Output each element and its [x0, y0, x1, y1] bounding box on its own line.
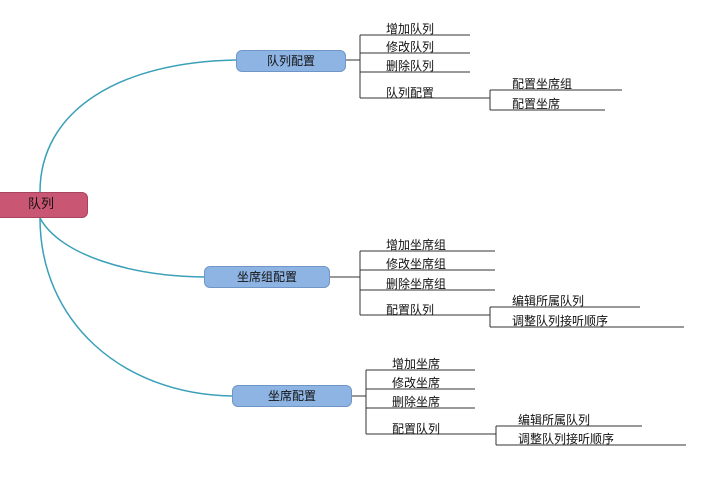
root-label: 队列	[28, 197, 55, 212]
branch-node-seat-group-config: 坐席组配置	[204, 266, 330, 288]
leaf-item: 增加坐席组	[386, 238, 447, 252]
group-label: 配置队列	[386, 303, 435, 317]
leaf-item: 修改坐席组	[386, 257, 447, 271]
root-node: 队列	[0, 192, 88, 218]
connector-root-branch1	[39, 59, 237, 193]
leaf-item: 增加队列	[386, 22, 435, 36]
connector-root-branch3	[39, 217, 233, 397]
leaf-item: 删除队列	[386, 59, 435, 73]
branch-label: 坐席组配置	[236, 270, 297, 284]
leaf-item: 删除坐席	[392, 395, 441, 409]
leaf-item: 修改坐席	[392, 376, 441, 390]
group-label: 队列配置	[386, 86, 435, 100]
connector-root-branch2	[39, 217, 205, 278]
branch-label: 队列配置	[266, 54, 315, 68]
leaf-item: 增加坐席	[392, 357, 441, 371]
leaf-item: 修改队列	[386, 40, 435, 54]
leaf-item: 编辑所属队列	[518, 413, 591, 427]
leaf-item: 编辑所属队列	[512, 294, 585, 308]
leaf-item: 配置坐席组	[512, 77, 573, 91]
bracket-branch1	[346, 34, 622, 111]
leaf-item: 配置坐席	[512, 97, 561, 111]
branch-node-seat-config: 坐席配置	[232, 385, 352, 407]
bracket-branch2	[330, 250, 684, 328]
leaf-item: 调整队列接听顺序	[512, 314, 609, 328]
branch-node-queue-config: 队列配置	[236, 50, 346, 72]
leaf-item: 删除坐席组	[386, 277, 447, 291]
group-label: 配置队列	[392, 422, 441, 436]
bracket-branch3	[352, 369, 686, 446]
branch-label: 坐席配置	[267, 389, 316, 403]
leaf-item: 调整队列接听顺序	[518, 432, 615, 446]
